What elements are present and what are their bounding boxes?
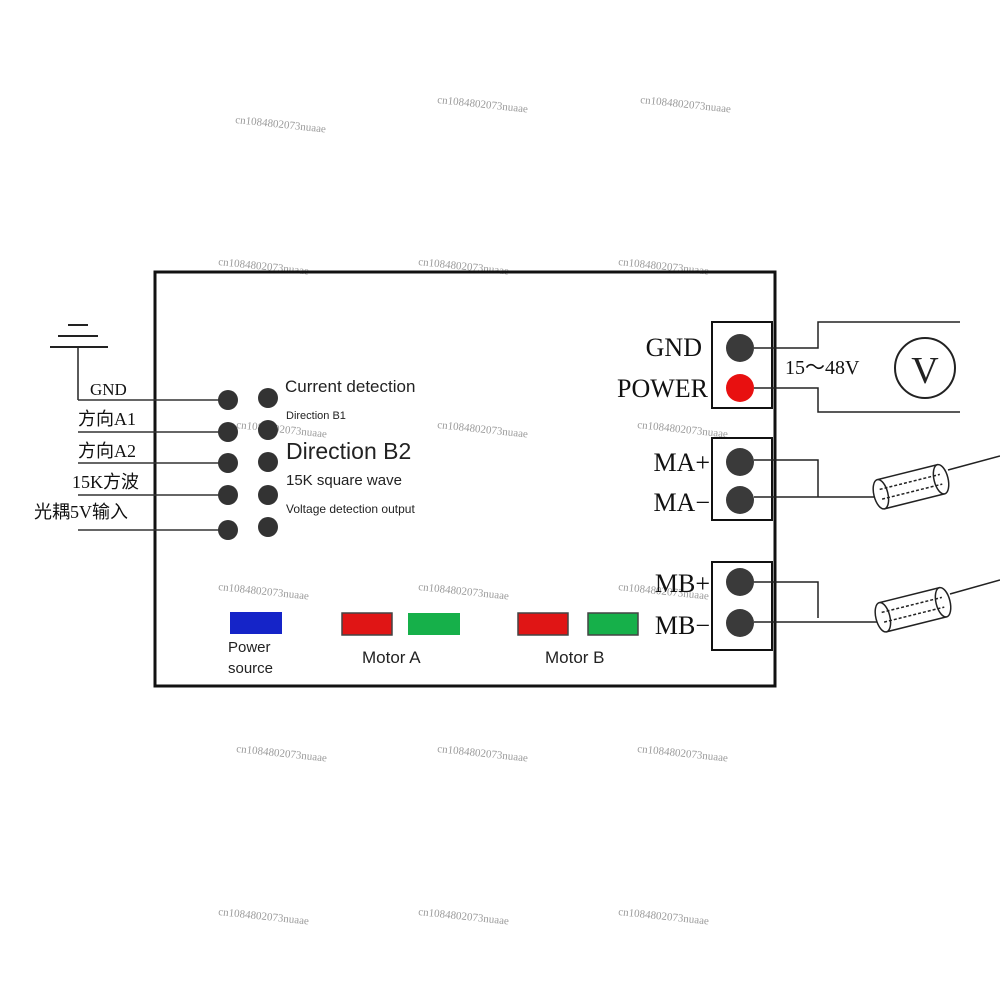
watermark: cn1084802073nuaae xyxy=(640,94,732,115)
pin-label-15k-square: 15K方波 xyxy=(72,472,139,492)
motor-b-green-led xyxy=(587,612,639,636)
pin-label-15k-square-wave: 15K square wave xyxy=(286,472,402,489)
motor-b-terminal-block xyxy=(711,561,773,651)
pin-dot xyxy=(258,420,278,440)
watermark: cn1084802073nuaae xyxy=(218,906,310,927)
motor-a-terminal-block xyxy=(711,437,773,521)
watermark: cn1084802073nuaae xyxy=(437,94,529,115)
power-indicator-label-line1: Power xyxy=(228,639,271,656)
pin-label-optocoupler-5v: 光耦5V输入 xyxy=(34,502,128,522)
pin-dot xyxy=(258,452,278,472)
right-pin-labels: Current detection Direction B1 Direction… xyxy=(285,377,415,516)
watermark: cn1084802073nuaae xyxy=(235,114,327,135)
pin-dot xyxy=(218,390,238,410)
motor-a-green-led xyxy=(408,613,460,635)
watermark: cn1084802073nuaae xyxy=(218,581,310,602)
power-indicator-label-line2: source xyxy=(228,660,273,677)
pin-label-direction-b2: Direction B2 xyxy=(286,438,411,464)
terminal-power-dot xyxy=(726,374,754,402)
left-wires xyxy=(78,399,228,531)
pin-dot xyxy=(258,485,278,505)
watermark: cn1084802073nuaae xyxy=(418,906,510,927)
pin-dot xyxy=(218,485,238,505)
watermark: cn1084802073nuaae xyxy=(236,743,328,764)
watermark: cn1084802073nuaae xyxy=(218,256,310,277)
ground-symbol-icon xyxy=(50,324,108,400)
motor-b-wiring xyxy=(754,581,878,623)
driver-board-outline xyxy=(153,270,777,688)
voltmeter-icon xyxy=(894,337,956,399)
terminal-ma-minus-label: MA− xyxy=(653,488,710,517)
terminal-power-label: POWER xyxy=(617,374,709,403)
left-pin-labels: GND 方向A1 方向A2 15K方波 光耦5V输入 xyxy=(34,380,139,522)
terminal-mb-plus-label: MB+ xyxy=(655,569,710,598)
pin-label-direction-a2: 方向A2 xyxy=(78,441,136,461)
pin-label-current-detection: Current detection xyxy=(285,377,415,396)
watermark: cn1084802073nuaae xyxy=(618,906,710,927)
motor-a-red-led xyxy=(341,612,393,636)
watermark: cn1084802073nuaae xyxy=(418,581,510,602)
pin-dot xyxy=(218,520,238,540)
power-supply-wiring xyxy=(754,321,960,413)
power-terminal-block xyxy=(711,321,773,409)
watermark: cn1084802073nuaae xyxy=(637,743,729,764)
pin-label-direction-b1: Direction B1 xyxy=(286,410,346,422)
watermark: cn1084802073nuaae xyxy=(437,743,529,764)
pin-label-voltage-detection: Voltage detection output xyxy=(286,502,415,516)
watermark: cn1084802073nuaae xyxy=(437,419,529,440)
motor-b-icon xyxy=(874,579,1000,633)
terminal-ma-plus-label: MA+ xyxy=(653,448,710,477)
pin-dot xyxy=(218,422,238,442)
terminal-gnd-dot xyxy=(726,334,754,362)
terminal-ma-minus-dot xyxy=(726,486,754,514)
motor-a-wiring xyxy=(754,459,878,498)
pin-dot xyxy=(258,517,278,537)
watermark: cn1084802073nuaae xyxy=(418,256,510,277)
voltmeter-symbol: V xyxy=(911,350,939,392)
terminal-ma-plus-dot xyxy=(726,448,754,476)
power-indicator-led xyxy=(230,612,282,634)
watermark: cn1084802073nuaae xyxy=(618,256,710,277)
motor-b-red-led xyxy=(517,612,569,636)
pin-label-gnd: GND xyxy=(90,380,127,399)
terminal-gnd-label: GND xyxy=(646,333,702,362)
pin-dot xyxy=(258,388,278,408)
pin-dot xyxy=(218,453,238,473)
left-pin-header xyxy=(218,390,238,540)
motor-a-indicator-label: Motor A xyxy=(362,648,421,667)
terminal-mb-minus-label: MB− xyxy=(655,611,710,640)
pin-label-direction-a1: 方向A1 xyxy=(78,409,136,429)
motor-b-indicator-label: Motor B xyxy=(545,648,605,667)
right-pin-header xyxy=(258,388,278,537)
motor-a-icon xyxy=(872,455,1000,510)
terminal-mb-plus-dot xyxy=(726,568,754,596)
terminal-mb-minus-dot xyxy=(726,609,754,637)
supply-voltage-label: 15～48V xyxy=(785,357,860,379)
